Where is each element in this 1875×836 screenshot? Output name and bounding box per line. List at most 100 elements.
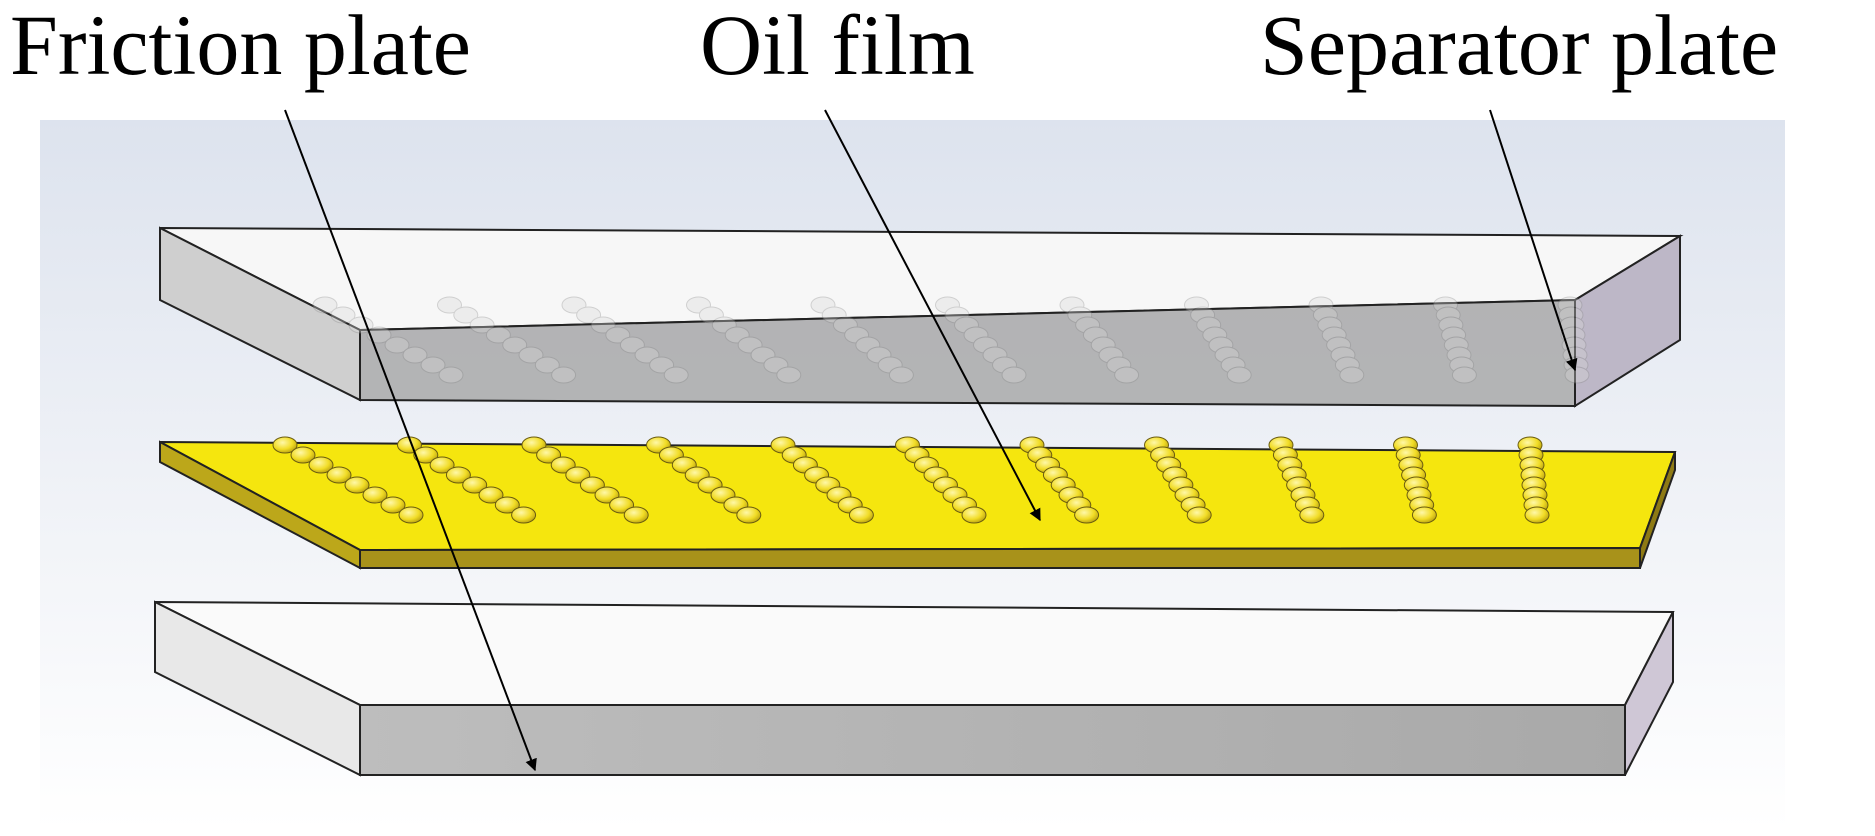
friction-plate-leader [284, 109, 537, 772]
ghost-droplet [518, 346, 544, 364]
ghost-droplet [502, 336, 528, 354]
oil-droplet [429, 456, 455, 474]
ghost-droplet [1214, 346, 1240, 364]
ghost-droplet [402, 346, 428, 364]
ghost-droplet [590, 316, 616, 334]
oil-droplet [848, 506, 874, 524]
ghost-droplet [888, 366, 914, 384]
ghost-droplet [1321, 326, 1347, 344]
ghost-droplet [686, 296, 711, 314]
friction-plate-label: Friction plate [10, 0, 471, 93]
ghost-droplet [384, 336, 410, 354]
ghost-droplet [438, 366, 464, 384]
ghost-droplet [1208, 336, 1234, 354]
ghost-droplet [821, 306, 847, 324]
ghost-droplet [1441, 326, 1467, 344]
ghost-droplet [619, 336, 645, 354]
oil-droplet [736, 506, 762, 524]
ghost-droplet [763, 356, 789, 374]
ghost-droplet [698, 306, 724, 324]
oil-droplet [380, 496, 406, 514]
ghost-droplet [1106, 356, 1132, 374]
ghost-droplet [973, 336, 998, 354]
ghost-droplet [832, 316, 858, 334]
ghost-droplet [844, 326, 870, 344]
oil-droplet [398, 506, 424, 524]
ghost-droplet [1317, 316, 1343, 334]
ghost-droplet [944, 306, 970, 324]
ghost-droplet [954, 316, 979, 334]
ghost-droplet [1438, 316, 1464, 334]
oil-film-leader [824, 109, 1041, 522]
ghost-droplet [605, 326, 631, 344]
friction-plate-bottom [154, 600, 1675, 777]
ghost-droplet [1339, 366, 1365, 384]
oil-droplet [623, 506, 649, 524]
oil-droplet [961, 506, 987, 524]
oil-film-layer [159, 436, 1677, 570]
ghost-droplet [576, 306, 602, 324]
oil-droplet [1411, 506, 1437, 524]
oil-droplet [290, 446, 316, 464]
ghost-droplet [634, 346, 660, 364]
ghost-droplet [663, 366, 689, 384]
leader-lines [284, 109, 1578, 772]
ghost-droplet [649, 356, 675, 374]
oil-droplet [272, 436, 298, 454]
ghost-droplet [453, 306, 479, 324]
oil-film-label: Oil film [700, 0, 975, 93]
ghost-droplet [711, 316, 737, 334]
ghost-droplet [750, 346, 776, 364]
separator-plate-leader [1489, 109, 1578, 372]
ghost-droplet [776, 366, 802, 384]
ghost-droplet [1226, 366, 1252, 384]
ghost-droplet [1308, 296, 1334, 314]
ghost-droplet [1190, 306, 1216, 324]
oil-droplet [478, 486, 504, 504]
ghost-droplet [855, 336, 881, 354]
ghost-droplet [724, 326, 750, 344]
ghost-droplet [1098, 346, 1124, 364]
ghost-droplet [420, 356, 446, 374]
ghost-droplet [469, 316, 495, 334]
ghost-droplet [561, 296, 587, 314]
oil-droplet [308, 456, 334, 474]
ghost-droplet [551, 366, 577, 384]
ghost-droplet [877, 356, 903, 374]
oil-droplet [1299, 506, 1325, 524]
oil-droplets [272, 436, 1550, 524]
ghost-droplet [866, 346, 892, 364]
oil-droplet [362, 486, 388, 504]
oil-droplet [1074, 506, 1100, 524]
ghost-droplet [737, 336, 763, 354]
ghost-droplet [1202, 326, 1228, 344]
oil-droplet [494, 496, 520, 514]
ghost-droplet [992, 356, 1017, 374]
ghost-droplet [534, 356, 560, 374]
ghost-droplets [312, 296, 1590, 384]
oil-droplet [413, 446, 439, 464]
ghost-droplet [437, 296, 462, 314]
ghost-droplet [312, 296, 338, 314]
ghost-droplet [1312, 306, 1338, 324]
oil-droplet [462, 476, 488, 494]
ghost-droplet [1433, 296, 1458, 314]
ghost-droplet [982, 346, 1008, 364]
oil-droplet [445, 466, 471, 484]
separator-plate-top [159, 226, 1684, 408]
ghost-droplet [1090, 336, 1116, 354]
ghost-droplet [1067, 306, 1093, 324]
ghost-droplet [1220, 356, 1246, 374]
oil-droplet [511, 506, 537, 524]
ghost-droplet [1560, 326, 1586, 344]
ghost-droplet [1557, 296, 1583, 314]
ghost-droplet [330, 306, 356, 324]
ghost-droplet [1082, 326, 1108, 344]
ghost-droplet [1564, 366, 1590, 384]
ghost-droplet [1184, 296, 1209, 314]
ghost-droplet [1449, 356, 1475, 374]
oil-droplet [326, 466, 352, 484]
ghost-droplet [963, 326, 989, 344]
ghost-droplet [1196, 316, 1222, 334]
